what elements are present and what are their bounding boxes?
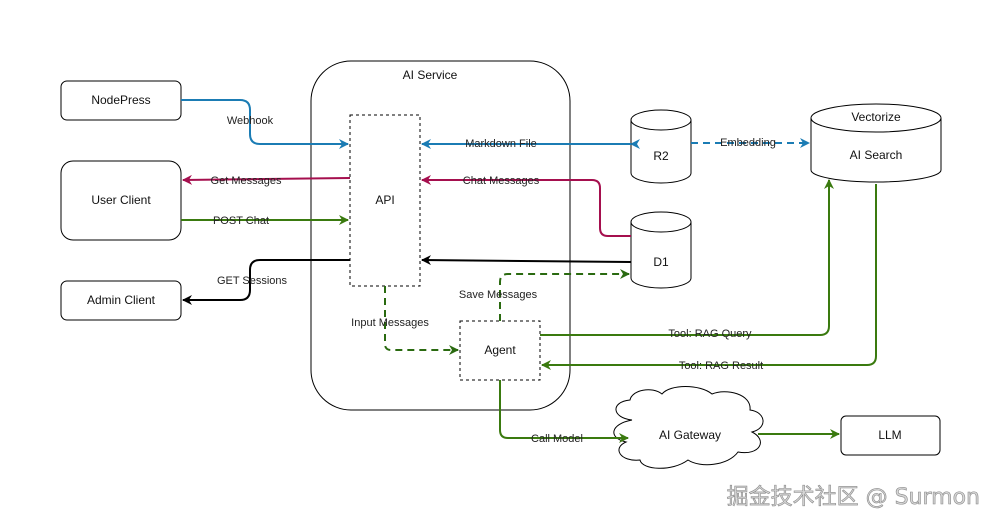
edge-get-sessions: GET Sessions (182, 259, 350, 305)
get-sessions-label: GET Sessions (217, 275, 288, 287)
get-messages-label: Get Messages (211, 175, 282, 187)
edge-post-chat: POST Chat (181, 215, 349, 227)
rag-query-label: Tool: RAG Query (668, 328, 752, 340)
ai-search-label: AI Search (850, 148, 903, 162)
rag-query-line (540, 179, 834, 336)
call-model-label: Call Model (531, 433, 583, 445)
r2-label: R2 (653, 149, 669, 163)
d1-node[interactable]: D1 (630, 211, 692, 289)
edge-rag-result: Tool: RAG Result (541, 184, 877, 372)
webhook-label: Webhook (227, 115, 274, 127)
edge-input-messages: Input Messages (351, 286, 459, 355)
ai-search-node[interactable]: Vectorize AI Search (810, 103, 942, 183)
api-node[interactable]: API (349, 114, 421, 287)
edge-rag-query: Tool: RAG Query (540, 179, 834, 340)
watermark: 掘金技术社区 @ Surmon (727, 485, 980, 510)
rag-result-line (541, 184, 877, 370)
nodepress-node[interactable]: NodePress (60, 80, 182, 121)
r2-node[interactable]: R2 (630, 109, 692, 184)
d1-label: D1 (653, 255, 669, 269)
edge-embedding: Embedding (691, 137, 810, 149)
webhook-line (181, 99, 349, 149)
agent-node[interactable]: Agent (459, 320, 541, 381)
markdown-file-label: Markdown File (465, 138, 537, 150)
user-client-label: User Client (91, 193, 151, 207)
admin-client-node[interactable]: Admin Client (60, 280, 182, 321)
admin-client-label: Admin Client (87, 293, 156, 307)
get-messages-line (182, 174, 351, 185)
edge-chat-messages: Chat Messages (421, 175, 631, 237)
chat-messages-line (421, 175, 631, 237)
ai-gateway-label: AI Gateway (659, 428, 721, 442)
ai-service-container: AI Service (310, 60, 571, 411)
edge-webhook: Webhook (181, 99, 349, 149)
llm-node[interactable]: LLM (840, 415, 941, 456)
embedding-label: Embedding (720, 137, 776, 149)
vectorize-label: Vectorize (851, 110, 901, 124)
edge-call-model: Call Model (499, 380, 629, 445)
edge-save-messages: Save Messages (459, 269, 630, 321)
post-chat-label: POST Chat (213, 215, 269, 227)
edge-get-messages: Get Messages (182, 174, 351, 187)
ai-gateway-node[interactable]: AI Gateway (613, 386, 764, 469)
input-messages-line (384, 286, 459, 355)
nodepress-label: NodePress (91, 93, 150, 107)
api-label: API (375, 193, 394, 207)
agent-label: Agent (484, 343, 516, 357)
call-model-line (499, 380, 629, 443)
llm-label: LLM (878, 428, 901, 442)
get-sessions-line (182, 259, 350, 305)
edge-d1-api (421, 255, 632, 266)
chat-messages-label: Chat Messages (463, 175, 540, 187)
d1-api-line (421, 255, 632, 266)
save-messages-line (499, 269, 630, 321)
input-messages-label: Input Messages (351, 317, 429, 329)
user-client-node[interactable]: User Client (60, 160, 182, 241)
edge-markdown-file: Markdown File (421, 138, 640, 150)
ai-service-label: AI Service (403, 68, 458, 82)
rag-result-label: Tool: RAG Result (679, 360, 763, 372)
save-messages-label: Save Messages (459, 289, 538, 301)
